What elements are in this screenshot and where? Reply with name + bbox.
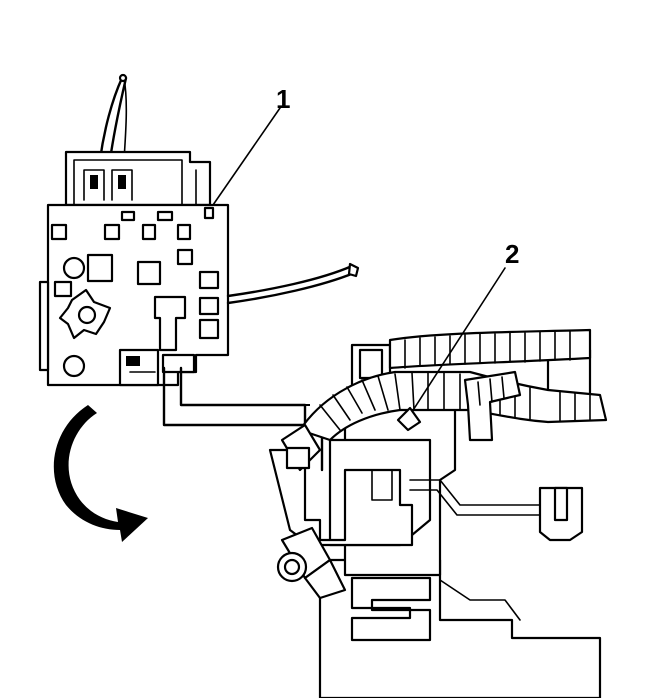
callout-label-1: 1 xyxy=(276,84,290,114)
callout-label-2: 2 xyxy=(505,239,519,269)
mounting-bracket xyxy=(268,403,602,698)
module-wire xyxy=(226,262,360,305)
wire-harness xyxy=(280,328,608,472)
curved-arrow-icon xyxy=(53,405,148,542)
switch-module xyxy=(38,73,230,387)
callout-2: 2 xyxy=(396,239,519,432)
harness-clip xyxy=(538,486,584,542)
callout-1: 1 xyxy=(212,84,290,206)
